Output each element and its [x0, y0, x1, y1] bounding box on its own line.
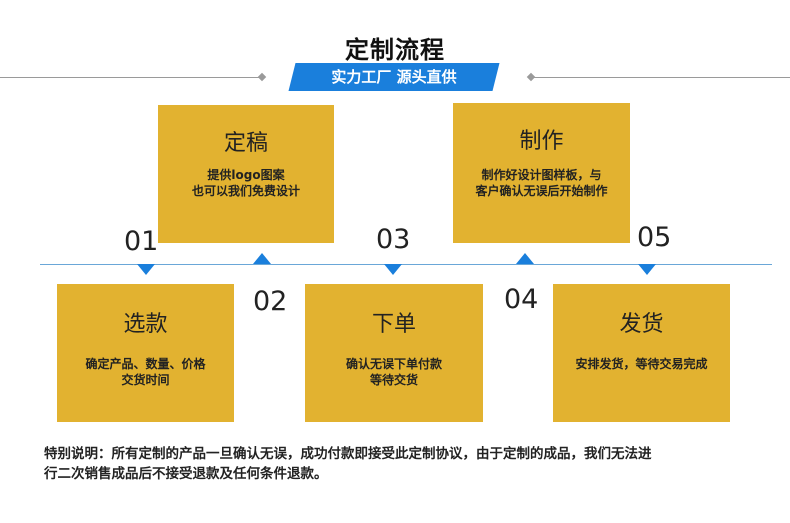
step-number-02: 02	[253, 286, 288, 317]
step-number-04: 04	[504, 284, 539, 315]
special-note-line2: 行二次销售成品后不接受退款及任何条件退款。	[44, 466, 328, 482]
step-desc-03-line2: 等待交货	[369, 373, 418, 387]
special-note-line1: 特别说明：所有定制的产品一旦确认无误，成功付款即接受此定制协议，由于定制的成品，…	[44, 446, 652, 462]
step-box-02: 定稿 提供logo图案 也可以我们免费设计	[158, 105, 334, 243]
step-desc-02-line2: 也可以我们免费设计	[191, 184, 300, 198]
left-divider-diamond	[257, 72, 267, 82]
step-title-02: 定稿	[223, 131, 268, 156]
special-note: 特别说明：所有定制的产品一旦确认无误，成功付款即接受此定制协议，由于定制的成品，…	[44, 444, 774, 484]
step-desc-03-line1: 确认无误下单付款	[345, 357, 442, 371]
step-title-04: 制作	[519, 129, 564, 154]
step-box-05: 发货 安排发货，等待交易完成	[553, 284, 730, 422]
step-desc-05-line1: 安排发货，等待交易完成	[575, 357, 708, 371]
page-title: 定制流程	[345, 36, 445, 64]
step-number-05: 05	[637, 222, 672, 253]
step-box-04: 制作 制作好设计图样板，与 客户确认无误后开始制作	[453, 103, 630, 243]
marker-04-arrow-up	[516, 253, 534, 264]
timeline-line	[40, 264, 772, 265]
step-number-03: 03	[376, 224, 411, 255]
marker-01-arrow-down	[137, 264, 155, 275]
marker-05-arrow-down	[638, 264, 656, 275]
step-title-05: 发货	[619, 312, 664, 337]
marker-03-arrow-down	[384, 264, 402, 275]
left-divider	[0, 77, 262, 78]
step-box-03: 下单 确认无误下单付款 等待交货	[305, 284, 483, 422]
marker-02-arrow-up	[253, 253, 271, 264]
banner-slogan: 实力工厂 源头直供	[331, 68, 457, 86]
right-divider	[531, 77, 790, 78]
step-desc-04-line2: 客户确认无误后开始制作	[475, 184, 608, 198]
step-title-01: 选款	[123, 312, 168, 337]
step-number-01: 01	[124, 226, 159, 257]
step-desc-04-line1: 制作好设计图样板，与	[481, 168, 602, 182]
step-desc-02-line1: 提供logo图案	[207, 168, 285, 182]
step-title-03: 下单	[371, 312, 416, 337]
step-box-01: 选款 确定产品、数量、价格 交货时间	[57, 284, 234, 422]
step-desc-01-line1: 确定产品、数量、价格	[85, 357, 206, 371]
step-desc-01-line2: 交货时间	[121, 373, 170, 387]
